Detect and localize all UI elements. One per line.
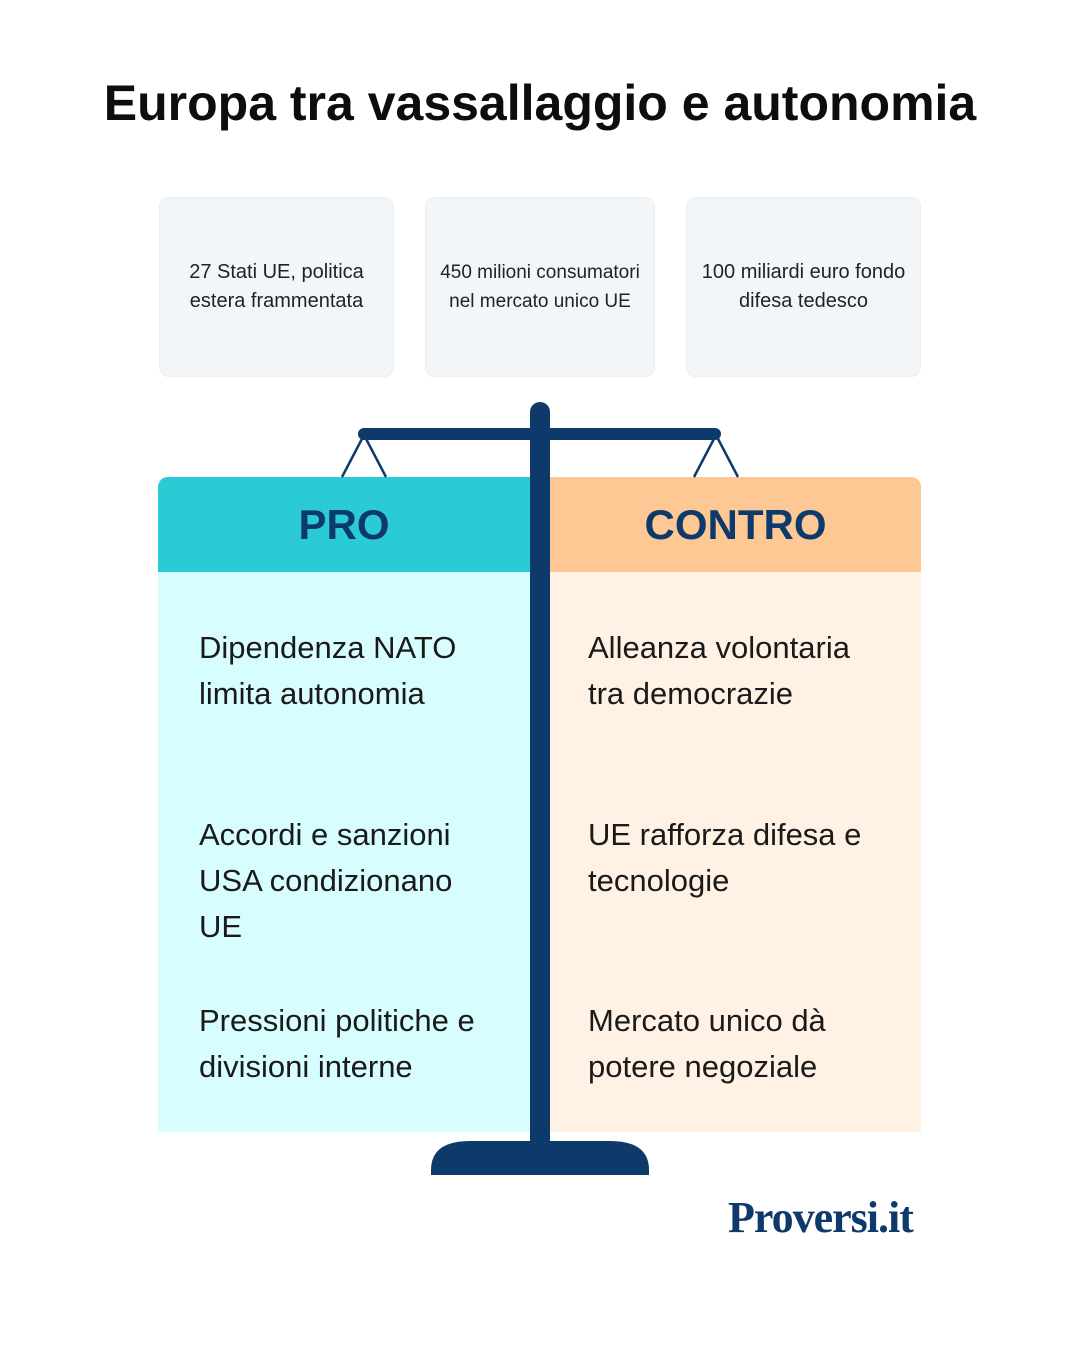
right-pan-strings — [692, 434, 740, 478]
scale-base — [431, 1141, 649, 1175]
stat-card-states: 27 Stati UE, politica estera frammentata — [159, 197, 394, 377]
brand-logo: Proversi.it — [728, 1193, 914, 1242]
left-pan-strings — [340, 434, 388, 478]
contro-item: Alleanza volontaria tra democrazie — [588, 630, 850, 711]
contro-item: Mercato unico dà potere negoziale — [588, 1003, 826, 1084]
contro-item: UE rafforza difesa e tecnologie — [588, 817, 862, 898]
page-title: Europa tra vassallaggio e autonomia — [103, 75, 977, 131]
stat-text: 450 milioni consumatori nel mercato unic… — [440, 262, 640, 312]
scale-pole — [530, 402, 550, 1152]
pro-heading: PRO — [158, 477, 530, 572]
pro-item: Accordi e sanzioni USA condizionano UE — [199, 817, 453, 944]
pro-item: Pressioni politiche e divisioni interne — [199, 1003, 475, 1084]
stat-card-defense-fund: 100 miliardi euro fondo difesa tedesco — [686, 197, 921, 377]
stat-card-consumers: 450 milioni consumatori nel mercato unic… — [425, 197, 655, 377]
contro-panel: CONTRO Alleanza volontaria tra democrazi… — [550, 477, 921, 1132]
stat-text: 100 miliardi euro fondo difesa tedesco — [701, 261, 906, 312]
contro-heading: CONTRO — [550, 477, 921, 572]
pro-panel: PRO Dipendenza NATO limita autonomia Acc… — [158, 477, 530, 1132]
pro-item: Dipendenza NATO limita autonomia — [199, 630, 457, 711]
stat-text: 27 Stati UE, politica estera frammentata — [189, 261, 364, 312]
